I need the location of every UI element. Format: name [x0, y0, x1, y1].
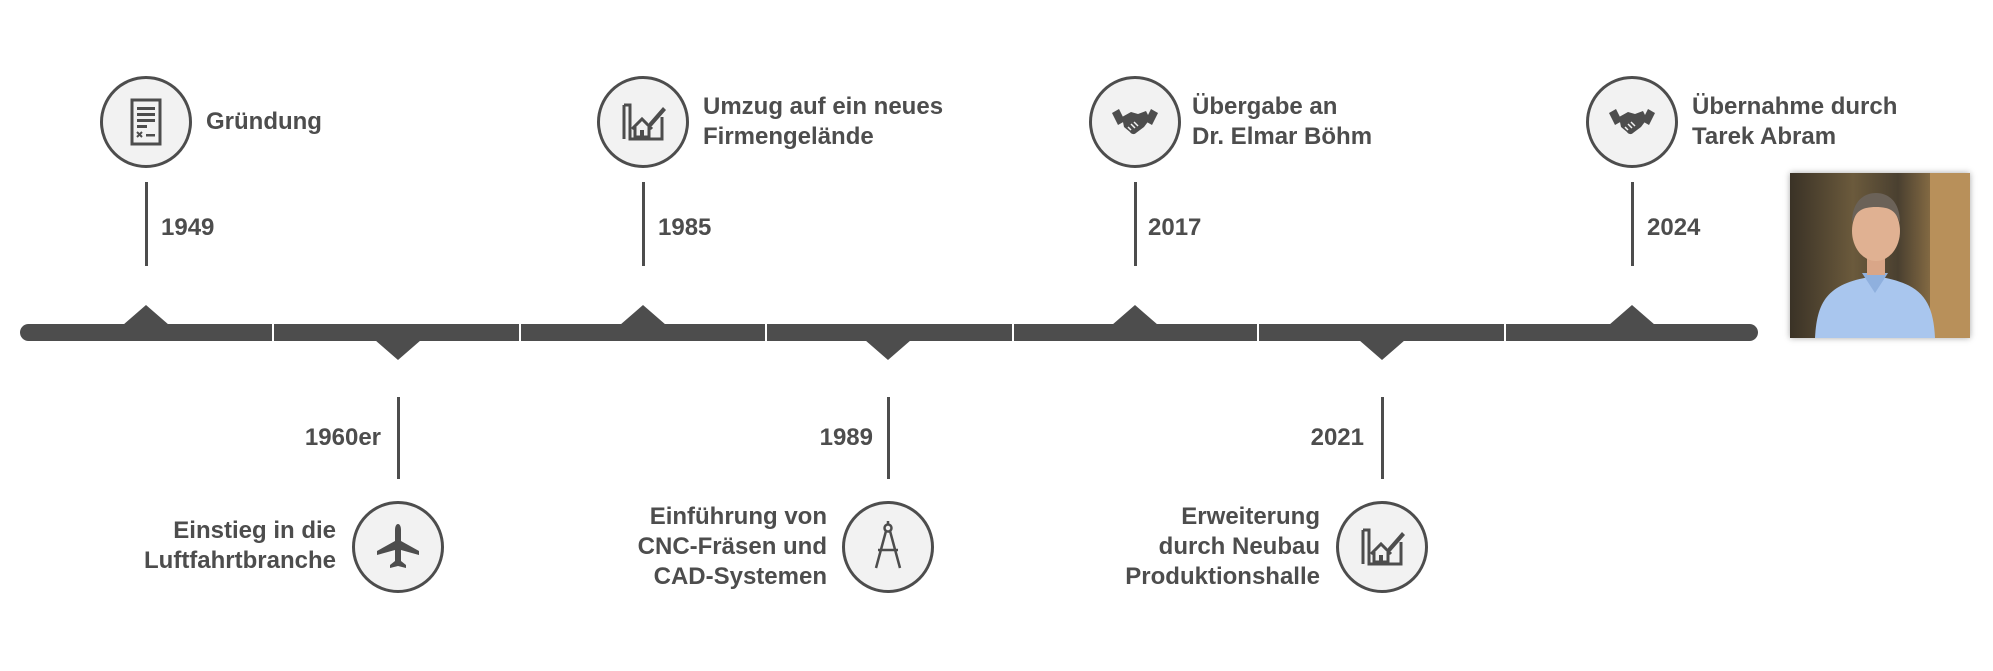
timeline-divider: [765, 324, 767, 341]
title-line: CNC-Fräsen und: [637, 533, 827, 560]
blueprint-house-icon: [597, 76, 689, 168]
marker-up: [1112, 305, 1158, 325]
airplane-icon: [352, 501, 444, 593]
connector-line: [397, 397, 400, 479]
compass-icon: [842, 501, 934, 593]
year-label: 1989: [819, 424, 873, 451]
connector-line: [1631, 182, 1634, 266]
connector-line: [145, 182, 148, 266]
marker-down: [865, 340, 911, 360]
event-title: Übergabe an Dr. Elmar Böhm: [1192, 92, 1372, 152]
connector-line: [642, 182, 645, 266]
title-line: Tarek Abram: [1692, 123, 1837, 150]
title-line: Erweiterung: [1181, 503, 1320, 530]
title-line: Übergabe an: [1192, 93, 1338, 120]
timeline-divider: [272, 324, 274, 341]
title-line: Gründung: [206, 108, 322, 135]
title-line: CAD-Systemen: [653, 563, 827, 590]
year-label: 1949: [161, 214, 215, 241]
year-label: 1960er: [304, 424, 381, 451]
title-line: Übernahme durch: [1692, 93, 1898, 120]
marker-up: [620, 305, 666, 325]
timeline-bar: [20, 324, 1758, 341]
timeline-divider: [519, 324, 521, 341]
connector-line: [1381, 397, 1384, 479]
handshake-icon: [1586, 76, 1678, 168]
title-line: Dr. Elmar Böhm: [1192, 123, 1373, 150]
timeline-divider: [1012, 324, 1014, 341]
title-line: Luftfahrtbranche: [144, 547, 336, 574]
year-label: 2021: [1310, 424, 1364, 451]
year-label: 2024: [1647, 214, 1701, 241]
connector-line: [887, 397, 890, 479]
title-line: Firmengelände: [703, 123, 874, 150]
timeline-divider: [1257, 324, 1259, 341]
title-line: Umzug auf ein neues: [703, 93, 944, 120]
marker-down: [1359, 340, 1405, 360]
marker-up: [1609, 305, 1655, 325]
title-line: durch Neubau: [1158, 533, 1320, 560]
year-label: 1985: [658, 214, 712, 241]
year-label: 2017: [1148, 214, 1202, 241]
connector-line: [1134, 182, 1137, 266]
handshake-icon: [1089, 76, 1181, 168]
marker-down: [375, 340, 421, 360]
blueprint-house-icon: [1336, 501, 1428, 593]
document-icon: [100, 76, 192, 168]
marker-up: [123, 305, 169, 325]
portrait-photo: [1790, 173, 1970, 338]
title-line: Produktionshalle: [1125, 563, 1320, 590]
timeline-divider: [1504, 324, 1506, 341]
event-title: Gründung: [206, 107, 322, 137]
title-line: Einstieg in die: [173, 517, 336, 544]
title-line: Einführung von: [649, 503, 827, 530]
